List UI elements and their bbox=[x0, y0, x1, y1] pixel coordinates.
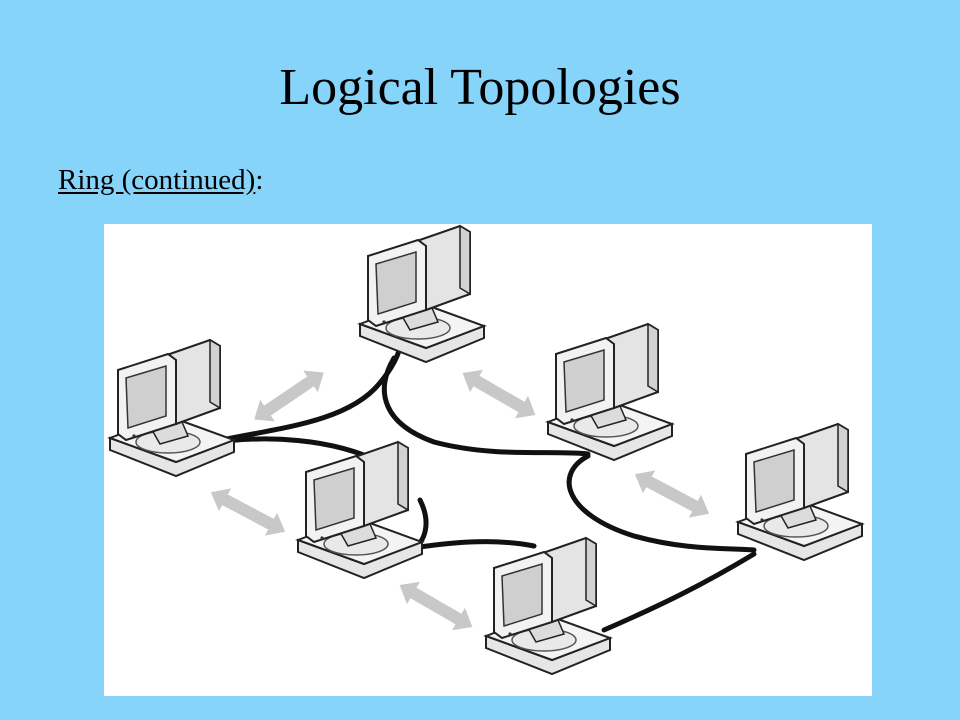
computer-right-icon bbox=[547, 323, 673, 461]
subtitle-colon: : bbox=[255, 164, 264, 196]
computer-bottom-icon bbox=[485, 537, 611, 675]
computer-far-right-icon bbox=[737, 423, 863, 561]
computer-top-icon bbox=[359, 225, 485, 363]
arrow-right-farright bbox=[628, 462, 716, 526]
arrow-left-center bbox=[204, 480, 292, 544]
subtitle-underlined-text: Ring (continued) bbox=[58, 164, 256, 196]
arrow-top-right bbox=[456, 361, 542, 427]
ring-topology-diagram bbox=[104, 224, 872, 696]
slide-subtitle: Ring (continued): bbox=[58, 166, 263, 195]
computer-center-icon bbox=[297, 441, 423, 579]
arrow-center-bottom bbox=[393, 573, 479, 639]
slide-title: Logical Topologies bbox=[279, 59, 681, 116]
computer-left-icon bbox=[109, 339, 235, 477]
